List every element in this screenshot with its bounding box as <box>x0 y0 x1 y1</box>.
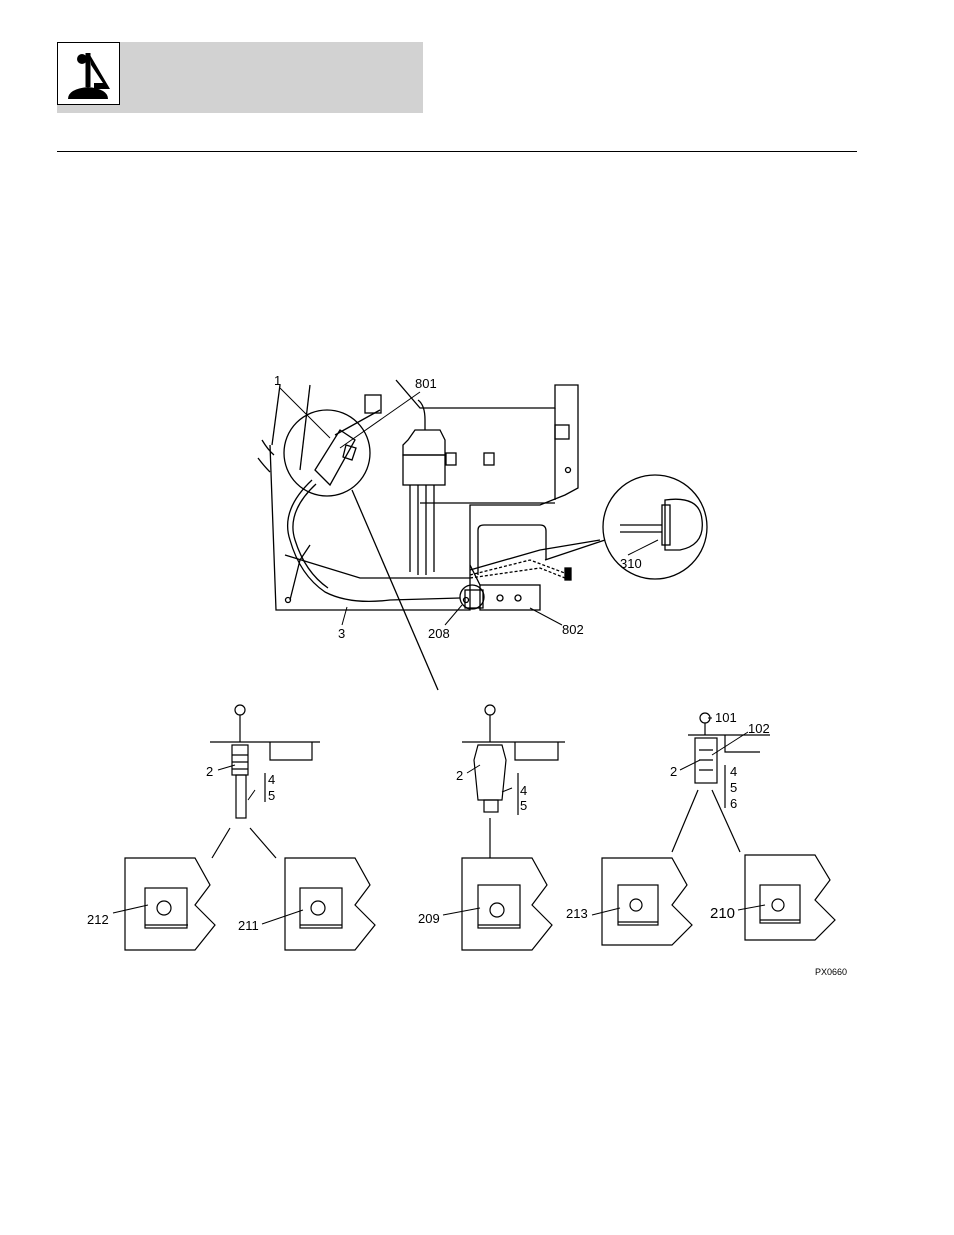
callout-1: 1 <box>274 373 281 388</box>
lever-variant-middle <box>462 705 565 858</box>
callout-101: 101 <box>715 710 737 725</box>
callout-5-middle: 5 <box>520 798 527 813</box>
callout-102: 102 <box>748 721 770 736</box>
cab-assembly <box>258 380 707 690</box>
callout-209: 209 <box>418 911 440 926</box>
callout-4-middle: 4 <box>520 783 527 798</box>
callout-2-right: 2 <box>670 764 677 779</box>
callout-802: 802 <box>562 622 584 637</box>
lever-variant-left <box>210 705 320 858</box>
callout-5-left: 5 <box>268 788 275 803</box>
figure-code: PX0660 <box>815 967 847 977</box>
leader-lines <box>113 388 765 924</box>
callout-211: 211 <box>238 918 259 933</box>
callout-2-middle: 2 <box>456 768 463 783</box>
callout-2-left: 2 <box>206 764 213 779</box>
callout-208: 208 <box>428 626 450 641</box>
callout-4-left: 4 <box>268 772 275 787</box>
callout-5-right: 5 <box>730 780 737 795</box>
callout-3: 3 <box>338 626 345 641</box>
callout-212: 212 <box>87 912 109 927</box>
callout-310: 310 <box>620 556 642 571</box>
callout-210: 210 <box>710 905 735 922</box>
callout-6-right: 6 <box>730 796 737 811</box>
callout-801: 801 <box>415 376 437 391</box>
valve-panels <box>125 855 835 950</box>
callout-213: 213 <box>566 906 588 921</box>
callout-4-right: 4 <box>730 764 737 779</box>
